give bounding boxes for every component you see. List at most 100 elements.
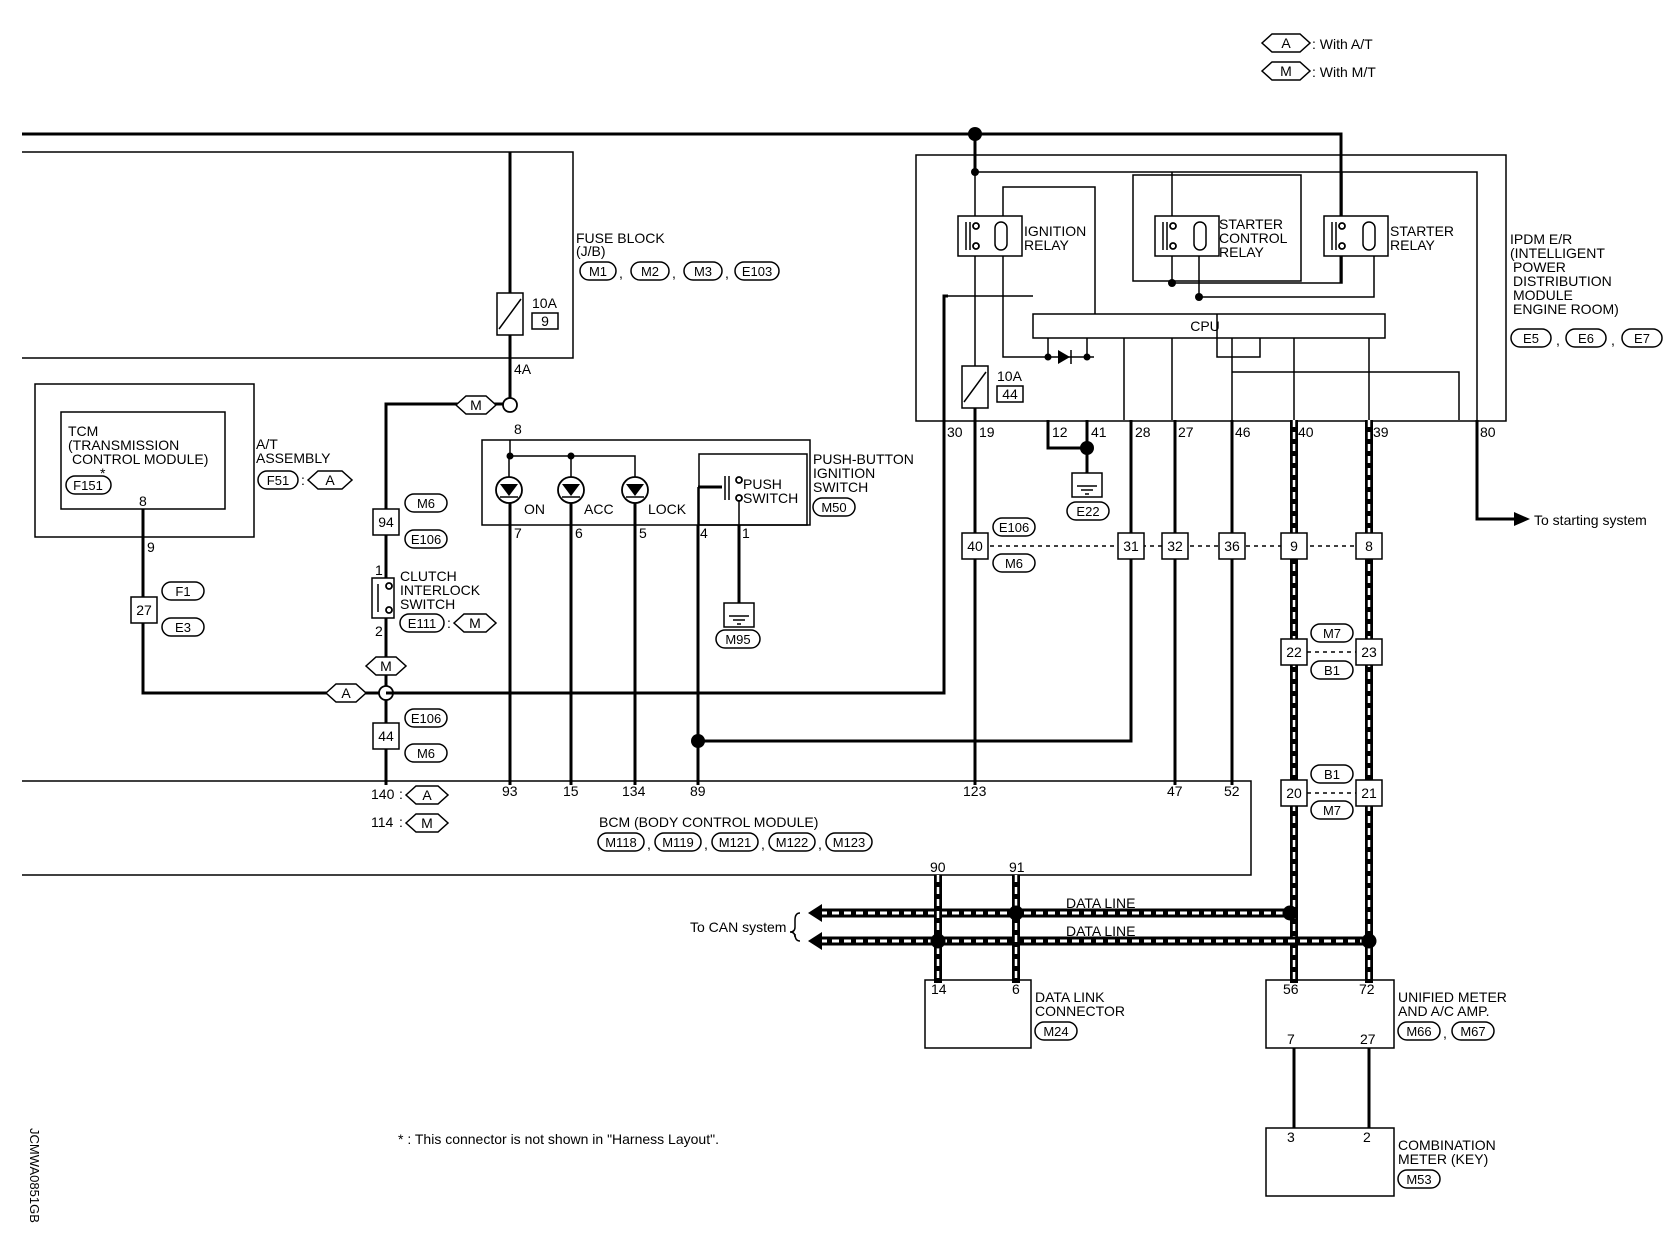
- footnote: * : This connector is not shown in "Harn…: [398, 1131, 719, 1147]
- jc-44: [372, 722, 400, 750]
- jc-pin: 20: [1286, 785, 1302, 801]
- jc-pin: 31: [1123, 538, 1139, 554]
- ground-connector-badge: [715, 629, 761, 649]
- connector-label: B1: [1324, 663, 1340, 678]
- can-junction: [1008, 905, 1024, 921]
- figure-code: JCMWA0851GB: [27, 1128, 42, 1223]
- connector-label: E106: [999, 520, 1029, 535]
- separator: ,: [704, 836, 708, 852]
- tcm-title: TCM: [68, 423, 98, 439]
- combination-meter-connector-badge: [1397, 1169, 1441, 1189]
- fuse-44-element: [963, 371, 987, 403]
- ignition-switch-title-3: SWITCH: [813, 479, 868, 495]
- separator: ,: [647, 836, 651, 852]
- fuse-44-amp: 10A: [997, 368, 1023, 384]
- connector-badge: [1510, 328, 1552, 348]
- connector-badge: [654, 832, 702, 852]
- bcm-pin: 123: [963, 783, 987, 799]
- tcm-title-2: (TRANSMISSION: [68, 437, 179, 453]
- connector-badge: [711, 832, 759, 852]
- bcm-pin: 114: [371, 814, 394, 830]
- fuse-block-title: FUSE BLOCK: [576, 230, 665, 246]
- ignition-switch-title-2: IGNITION: [813, 465, 875, 481]
- ground-connector: M95: [725, 632, 750, 647]
- bcm-pin: 134: [622, 783, 646, 799]
- connector-label: M123: [833, 835, 866, 850]
- combination-meter-title-2: METER (KEY): [1398, 1151, 1488, 1167]
- push-switch-junction: [691, 734, 705, 748]
- bcm-pin: 89: [690, 783, 706, 799]
- starter-control-relay-label: STARTER: [1219, 216, 1283, 232]
- jc-21: [1355, 779, 1383, 807]
- ipdm-diode: [1038, 350, 1094, 364]
- connector-label: E7: [1634, 331, 1650, 346]
- arrow-left-icon: [808, 932, 822, 950]
- ipdm-pin: 41: [1091, 424, 1107, 440]
- arrow-icon: [1514, 512, 1530, 526]
- branch-node: [502, 397, 518, 413]
- m-tag-mid: [364, 656, 408, 676]
- tcm-wire: [141, 509, 386, 695]
- connector-label: M6: [417, 496, 435, 511]
- ipdm-pin: 40: [1298, 424, 1314, 440]
- bcm-pin: 90: [930, 859, 946, 875]
- ignition-relay-label: IGNITION: [1024, 223, 1086, 239]
- jc-pin: 21: [1361, 785, 1377, 801]
- connector-badge: [161, 581, 205, 601]
- dlc-connector: M24: [1043, 1024, 1068, 1039]
- tcm-connector-badge: [65, 475, 112, 495]
- bcm: BCM (BODY CONTROL MODULE) M118 , M119 , …: [22, 780, 1252, 876]
- meter-pin: 7: [1287, 1031, 1295, 1047]
- connector-badge: [683, 261, 723, 281]
- jc-9: [1280, 532, 1308, 560]
- jc-44-number: 44: [378, 728, 394, 744]
- meter-pin: 72: [1359, 981, 1375, 997]
- connector-label: E5: [1523, 331, 1539, 346]
- cpu-label: CPU: [1190, 318, 1220, 334]
- connector-badge: [404, 529, 448, 549]
- m-tag-mid-label: M: [380, 658, 392, 674]
- tcm-asterisk: *: [100, 465, 106, 481]
- m-tag-top-label: M: [470, 397, 482, 413]
- bcm-colon: :: [399, 814, 403, 830]
- connector-label: M118: [605, 835, 637, 850]
- fuse-9-amp: 10A: [532, 295, 558, 311]
- ground-junction: [1080, 441, 1094, 455]
- connector-badge: [992, 553, 1036, 573]
- data-line-label: DATA LINE: [1066, 895, 1136, 911]
- jc-40: [961, 532, 989, 560]
- connector-badge: [1621, 328, 1663, 348]
- meter-pin: 27: [1360, 1031, 1376, 1047]
- dlc-title: DATA LINK: [1035, 989, 1105, 1005]
- combination-meter-pin: 3: [1287, 1129, 1295, 1145]
- bcm-pin: 15: [563, 783, 579, 799]
- at-assembly: TCM (TRANSMISSION CONTROL MODULE) * F151…: [34, 383, 354, 538]
- fuse-44-number: 44: [1002, 386, 1018, 402]
- at-colon: :: [301, 472, 305, 488]
- ipdm-pin: 19: [979, 424, 995, 440]
- meter-pin: 56: [1283, 981, 1299, 997]
- fuse-block: FUSE BLOCK (J/B) M1 , M2 , M3 , E103: [22, 151, 780, 359]
- connector-label: E106: [411, 711, 441, 726]
- jc-pin: 9: [1290, 538, 1298, 554]
- separator: ,: [818, 836, 822, 852]
- connector-badge: [825, 832, 873, 852]
- unified-meter-title-2: AND A/C AMP.: [1398, 1003, 1490, 1019]
- switch-on-label: ON: [524, 501, 545, 517]
- switch-title-2: INTERLOCK: [400, 582, 481, 598]
- connector-label: M121: [719, 835, 752, 850]
- legend-m-text: : With M/T: [1312, 64, 1376, 80]
- starter-relay-label: STARTER: [1390, 223, 1454, 239]
- connector-label: M67: [1460, 1024, 1485, 1039]
- connector-label: M6: [417, 746, 435, 761]
- connector-badge: [161, 617, 205, 637]
- connector-label: E103: [742, 264, 772, 279]
- connector-label: M122: [776, 835, 809, 850]
- bcm-a-tag-label: A: [422, 787, 432, 803]
- separator: ,: [725, 265, 729, 281]
- connector-badge: [1310, 800, 1354, 820]
- a-tag-mid-label: A: [341, 685, 351, 701]
- starter-control-relay-label-3: RELAY: [1219, 244, 1265, 260]
- bcm-m-tag: [404, 813, 450, 833]
